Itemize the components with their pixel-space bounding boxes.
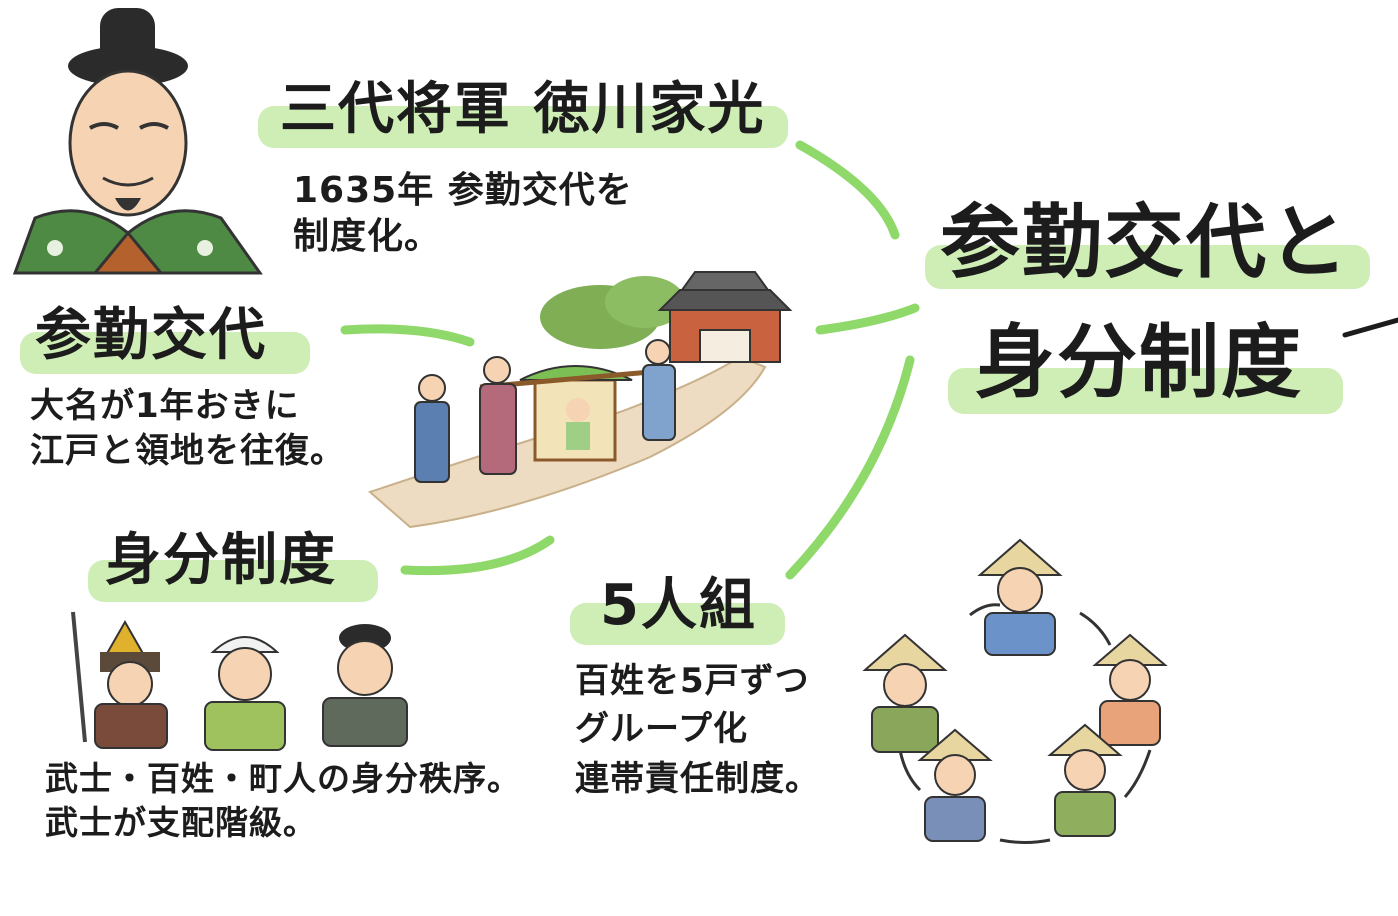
mibun-line-2: 武士が支配階級。 xyxy=(45,802,317,844)
connector-sankin-right xyxy=(820,308,915,330)
center-title-line-2: 身分制度 xyxy=(975,298,1303,414)
sankin-title: 参勤交代 xyxy=(35,290,267,371)
farmer-figure-icon xyxy=(195,622,295,752)
townsman-figure-icon xyxy=(315,618,415,748)
goningumi-line-2: グループ化 xyxy=(575,708,748,752)
five-household-circle-icon xyxy=(860,535,1180,865)
iemitsu-portrait-icon xyxy=(15,8,275,278)
connector-mibun xyxy=(405,540,550,571)
goningumi-line-1: 百姓を5戸ずつ xyxy=(575,660,810,704)
connector-center-right xyxy=(1345,320,1398,335)
center-title-line-1: 参勤交代と xyxy=(940,178,1350,294)
mibun-line-1: 武士・百姓・町人の身分秩序。 xyxy=(45,758,521,800)
goningumi-line-3: 連帯責任制度。 xyxy=(575,758,820,802)
sankin-line-1: 大名が1年おきに xyxy=(30,385,300,429)
procession-illustration-icon xyxy=(370,262,790,532)
sankin-line-2: 江戸と領地を往復。 xyxy=(30,430,345,474)
iemitsu-title: 三代将軍 徳川家光 xyxy=(280,64,766,145)
samurai-figure-icon xyxy=(65,612,185,752)
connector-iemitsu xyxy=(800,145,895,235)
iemitsu-line-2: 制度化。 xyxy=(293,214,441,260)
iemitsu-line-1: 1635年 参勤交代を xyxy=(293,168,633,214)
mibun-title: 身分制度 xyxy=(105,515,337,596)
goningumi-title: 5人組 xyxy=(600,560,757,641)
